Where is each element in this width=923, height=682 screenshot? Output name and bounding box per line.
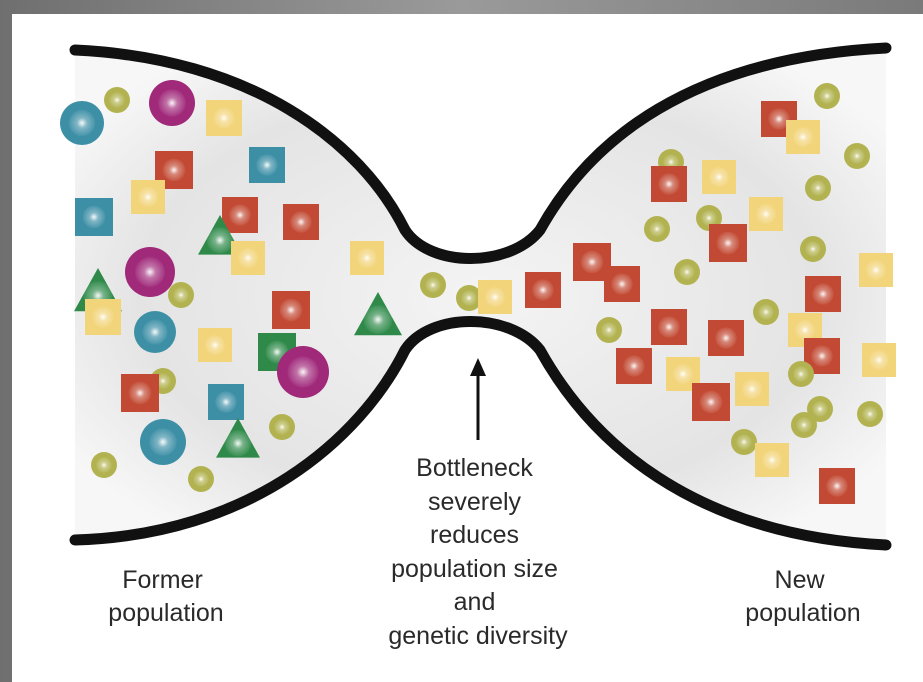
magenta-circle-icon [125, 247, 175, 297]
olive-circle-icon [807, 396, 833, 422]
red-square-icon [155, 151, 193, 189]
red-square-icon [283, 204, 319, 240]
red-square-icon [525, 272, 561, 308]
new-population-label: New population [745, 566, 860, 627]
teal-circle-icon [140, 419, 186, 465]
olive-circle-icon [753, 299, 779, 325]
olive-circle-icon [596, 317, 622, 343]
olive-circle-icon [644, 216, 670, 242]
red-square-icon [604, 266, 640, 302]
cream-square-icon [749, 197, 783, 231]
red-square-icon [692, 383, 730, 421]
bottleneck-label-line-5: and [454, 588, 496, 616]
cream-square-icon [198, 328, 232, 362]
olive-circle-icon [731, 429, 757, 455]
former-label-line-2: population [108, 599, 223, 627]
red-square-icon [616, 348, 652, 384]
cream-square-icon [702, 160, 736, 194]
former-label-line-1: Former [122, 566, 203, 594]
olive-circle-icon [269, 414, 295, 440]
olive-circle-icon [857, 401, 883, 427]
red-square-icon [272, 291, 310, 329]
olive-circle-icon [456, 285, 482, 311]
olive-circle-icon [91, 452, 117, 478]
olive-circle-icon [674, 259, 700, 285]
teal-circle-icon [60, 101, 104, 145]
red-square-icon [805, 276, 841, 312]
bottleneck-top-outline [69, 42, 892, 264]
olive-circle-icon [420, 272, 446, 298]
olive-circle-icon [188, 466, 214, 492]
red-square-icon [651, 166, 687, 202]
olive-circle-icon [104, 87, 130, 113]
bottleneck-arrow [470, 358, 486, 440]
red-square-icon [651, 309, 687, 345]
cream-square-icon [131, 180, 165, 214]
teal-square-icon [249, 147, 285, 183]
bottleneck-bottom-outline [69, 316, 892, 551]
cream-square-icon [666, 357, 700, 391]
red-square-icon [121, 374, 159, 412]
individuals-group [60, 80, 896, 504]
red-square-icon [708, 320, 744, 356]
cream-square-icon [350, 241, 384, 275]
olive-circle-icon [814, 83, 840, 109]
magenta-circle-icon [277, 346, 329, 398]
bottleneck-label-line-6: genetic diversity [388, 622, 568, 650]
teal-circle-icon [134, 311, 176, 353]
cream-square-icon [735, 372, 769, 406]
bottleneck-label-line-1: Bottleneck [416, 454, 533, 482]
cream-square-icon [478, 280, 512, 314]
olive-circle-icon [791, 412, 817, 438]
teal-square-icon [208, 384, 244, 420]
red-square-icon [819, 468, 855, 504]
bottleneck-label-line-4: population size [391, 555, 558, 583]
olive-circle-icon [844, 143, 870, 169]
new-label-line-2: population [745, 599, 860, 627]
olive-circle-icon [800, 236, 826, 262]
bottleneck-label-line-2: severely [428, 488, 522, 516]
cream-square-icon [755, 443, 789, 477]
teal-square-icon [75, 198, 113, 236]
new-label-line-1: New [775, 566, 826, 594]
cream-square-icon [206, 100, 242, 136]
cream-square-icon [786, 120, 820, 154]
red-square-icon [709, 224, 747, 262]
bottleneck-label: Bottleneck severely reduces population s… [388, 454, 568, 650]
olive-circle-icon [788, 361, 814, 387]
magenta-circle-icon [149, 80, 195, 126]
green-triangle-icon [216, 418, 260, 458]
cream-square-icon [859, 253, 893, 287]
bottleneck-label-line-3: reduces [430, 521, 519, 549]
cream-square-icon [231, 241, 265, 275]
cream-square-icon [85, 299, 121, 335]
former-population-label: Former population [108, 566, 223, 627]
red-square-icon [222, 197, 258, 233]
green-triangle-icon [354, 292, 402, 336]
olive-circle-icon [805, 175, 831, 201]
cream-square-icon [862, 343, 896, 377]
olive-circle-icon [168, 282, 194, 308]
